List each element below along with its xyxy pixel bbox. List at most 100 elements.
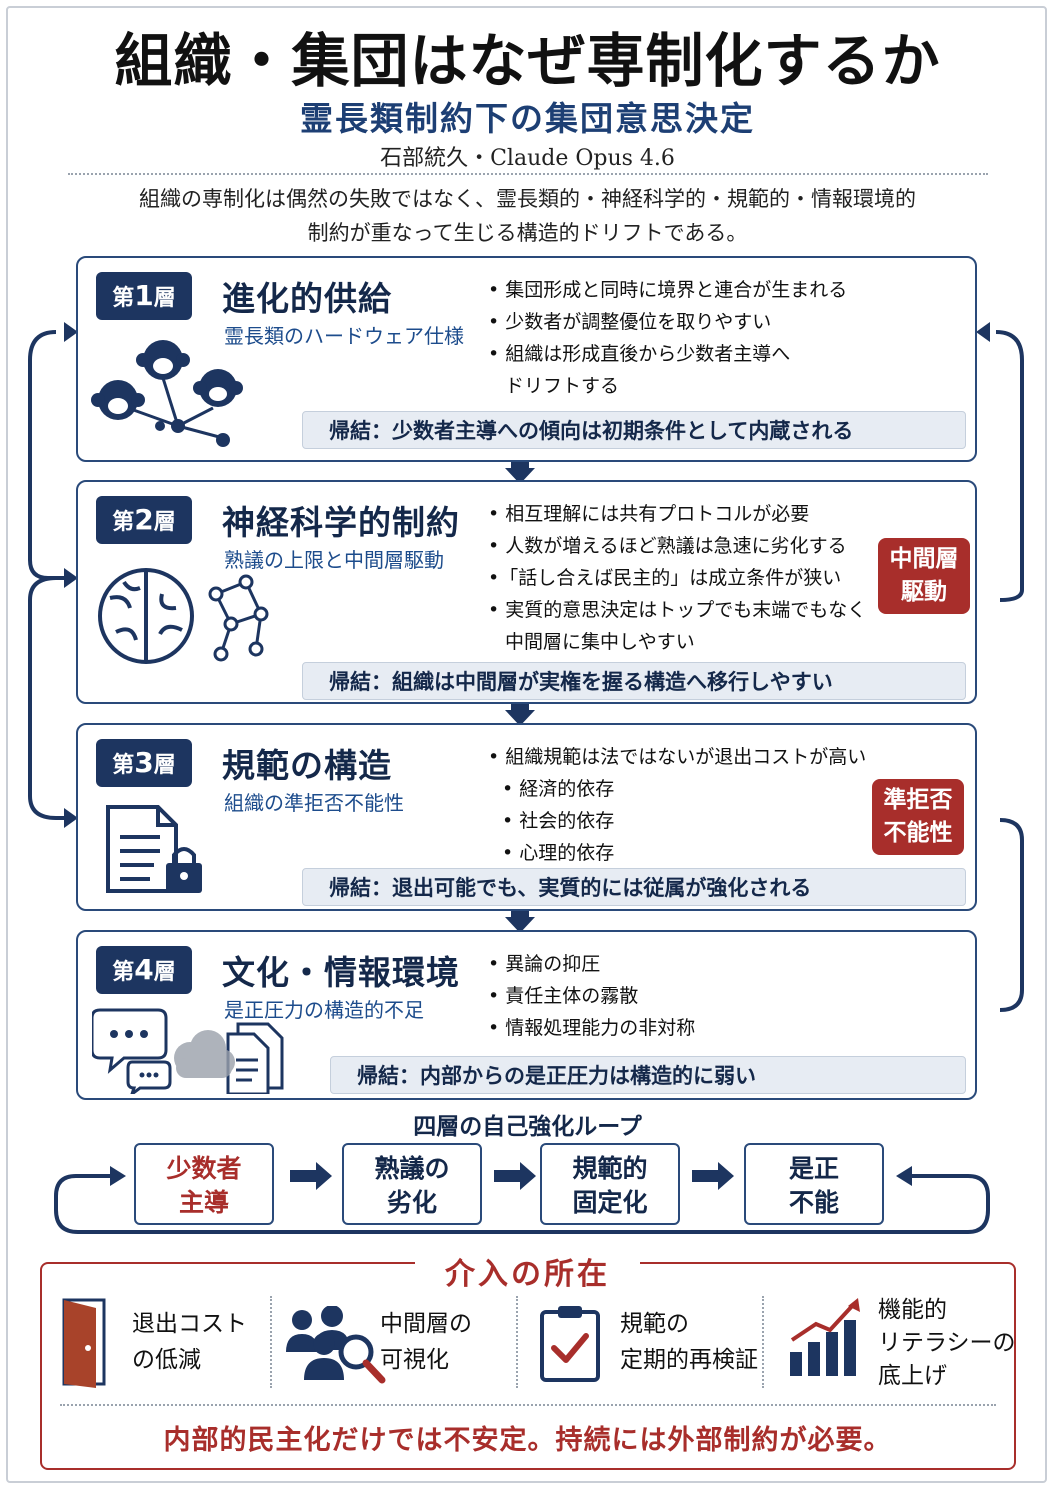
loop-box-3: 規範的 固定化 — [540, 1143, 680, 1225]
layer-1-card: 第1層 進化的供給 霊長類のハードウェア仕様 • 集団形成と同時に境界と連合が生… — [76, 256, 977, 462]
loop-box-line: 熟議の — [374, 1154, 450, 1183]
layer-2-subtitle: 熟議の上限と中間層駆動 — [224, 548, 444, 572]
loop-box-line: 少数者 — [166, 1154, 242, 1183]
bullet: • 異論の抑圧 — [488, 953, 601, 975]
layer-4-subtitle: 是正圧力の構造的不足 — [224, 998, 424, 1022]
layer-2-badge: 第2層 — [96, 496, 192, 544]
authors: 石部統久・Claude Opus 4.6 — [380, 146, 675, 171]
badge-number: 1 — [134, 279, 154, 312]
layer-3-subtitle: 組織の準拒否不能性 — [224, 791, 404, 815]
badge-suffix: 層 — [153, 960, 176, 985]
tag-line: 準拒否 — [883, 787, 953, 813]
item-line: 機能的 — [878, 1297, 947, 1323]
layer-1-conclusion: 帰結：少数者主導への傾向は初期条件として内蔵される — [302, 411, 966, 449]
loop-box-4: 是正 不能 — [744, 1143, 884, 1225]
bullet: • 責任主体の霧散 — [488, 985, 639, 1007]
layer-3-badge: 第3層 — [96, 739, 192, 787]
layer-4-badge: 第4層 — [96, 946, 192, 994]
bullet: • 集団形成と同時に境界と連合が生まれる — [488, 279, 848, 301]
badge-prefix: 第 — [112, 960, 135, 985]
page-title: 組織・集団はなぜ専制化するか — [114, 27, 941, 95]
side-loop-arrows — [28, 322, 1024, 1012]
badge-prefix: 第 — [112, 510, 135, 535]
badge-suffix: 層 — [153, 510, 176, 535]
intervention-footer: 内部的民主化だけでは不安定。持続には外部制約が必要。 — [163, 1425, 892, 1456]
loop-box-line: 主導 — [178, 1188, 229, 1217]
intro-line-2: 制約が重なって生じる構造的ドリフトである。 — [307, 221, 748, 245]
divider — [68, 173, 988, 175]
layer-1-subtitle: 霊長類のハードウェア仕様 — [224, 324, 464, 348]
intervention-title: 介入の所在 — [415, 1257, 640, 1292]
divider — [60, 1404, 996, 1406]
loop-title: 四層の自己強化ループ — [413, 1114, 642, 1140]
down-arrow — [505, 704, 535, 726]
layer-2-name: 神経科学的制約 — [222, 503, 460, 542]
down-arrow — [505, 911, 535, 933]
layer-3-name: 規範の構造 — [222, 746, 392, 785]
layer-4-card: 第4層 文化・情報環境 是正圧力の構造的不足 • 異論の抑圧 • 責任主体の霧散… — [76, 930, 977, 1100]
layer-2-bullets: • 相互理解には共有プロトコルが必要 • 人数が増えるほど熟議は急速に劣化する … — [488, 498, 866, 658]
layer-4-bullets: • 異論の抑圧 • 責任主体の霧散 • 情報処理能力の非対称 — [488, 948, 695, 1044]
brain-network-icon — [98, 568, 269, 664]
loop-box-2: 熟議の 劣化 — [342, 1143, 482, 1225]
bullet: • 相互理解には共有プロトコルが必要 — [488, 503, 810, 525]
loop-box-line: 不能 — [788, 1188, 839, 1217]
badge-suffix: 層 — [153, 286, 176, 311]
bullet: • 少数者が調整優位を取りやすい — [488, 311, 772, 333]
intervention-item-3: 規範の 定期的再検証 — [620, 1306, 758, 1378]
intro-text: 組織の専制化は偶然の失敗ではなく、霊長類的・神経科学的・規範的・情報環境的 制約… — [60, 182, 995, 250]
item-line: リテラシーの — [878, 1330, 1016, 1356]
bullet: • 実質的意思決定はトップでも末端でもなく — [488, 599, 867, 621]
item-line: 退出コスト — [132, 1311, 247, 1337]
item-line: 規範の — [620, 1311, 689, 1337]
bullet-continuation: 中間層に集中しやすい — [505, 631, 695, 653]
bullet: •「話し合えば民主的」は成立条件が狭い — [488, 567, 842, 589]
loop-box-line: 規範的 — [572, 1154, 648, 1183]
loop-box-line: 是正 — [788, 1154, 839, 1183]
loop-arrows — [54, 1162, 990, 1234]
loop-box-line: 固定化 — [572, 1188, 648, 1217]
item-line: 定期的再検証 — [620, 1347, 758, 1373]
layer-4-name: 文化・情報環境 — [222, 953, 460, 992]
layer-1-name: 進化的供給 — [222, 279, 392, 318]
sub-bullet: • 社会的依存 — [502, 810, 615, 832]
clipboard-check-icon — [540, 1306, 600, 1382]
layer-2-conclusion: 帰結：組織は中間層が実権を握る構造へ移行しやすい — [302, 662, 966, 700]
layer-4-conclusion: 帰結：内部からの是正圧力は構造的に弱い — [330, 1056, 966, 1094]
intervention-item-2: 中間層の 可視化 — [380, 1306, 472, 1378]
separator — [270, 1296, 272, 1388]
monkeys-network-icon — [91, 340, 243, 447]
tag-line: 駆動 — [901, 579, 947, 605]
layer-2-card: 第2層 神経科学的制約 熟議の上限と中間層駆動 • 相互理解には共有プロトコルが… — [76, 480, 977, 704]
badge-number: 2 — [134, 503, 154, 536]
layer-2-tag: 中間層 駆動 — [878, 538, 970, 614]
item-line: 中間層の — [380, 1311, 472, 1337]
intervention-item-4: 機能的 リテラシーの 底上げ — [878, 1294, 1016, 1393]
sub-bullet: • 経済的依存 — [502, 778, 615, 800]
badge-suffix: 層 — [153, 753, 176, 778]
intervention-item-1: 退出コスト の低減 — [132, 1306, 247, 1378]
loop-box-1: 少数者 主導 — [134, 1143, 274, 1225]
item-line: 底上げ — [878, 1363, 947, 1389]
badge-number: 4 — [134, 953, 154, 986]
badge-number: 3 — [134, 746, 154, 779]
badge-prefix: 第 — [112, 286, 135, 311]
item-line: 可視化 — [380, 1347, 449, 1373]
tag-line: 不能性 — [883, 820, 953, 846]
layer-1-badge: 第1層 — [96, 272, 192, 320]
badge-prefix: 第 — [112, 753, 135, 778]
bullet: • 人数が増えるほど熟議は急速に劣化する — [488, 535, 847, 557]
bullet: • 組織規範は法ではないが退出コストが高い — [488, 746, 867, 768]
people-magnifier-icon — [286, 1306, 386, 1384]
layer-3-conclusion: 帰結：退出可能でも、実質的には従属が強化される — [302, 868, 966, 906]
layer-3-bullets: • 組織規範は法ではないが退出コストが高い • 経済的依存 • 社会的依存 • … — [488, 741, 866, 869]
tag-line: 中間層 — [889, 546, 959, 572]
growth-chart-icon — [790, 1298, 860, 1376]
item-line: の低減 — [132, 1347, 201, 1373]
layer-3-card: 第3層 規範の構造 組織の準拒否不能性 • 組織規範は法ではないが退出コストが高… — [76, 723, 977, 911]
bullet-continuation: ドリフトする — [505, 375, 620, 397]
bullet: • 情報処理能力の非対称 — [488, 1017, 696, 1039]
door-icon — [62, 1298, 106, 1388]
intervention-title-wrap: 介入の所在 — [0, 1249, 1055, 1293]
speech-cloud-document-icon — [92, 1008, 284, 1094]
